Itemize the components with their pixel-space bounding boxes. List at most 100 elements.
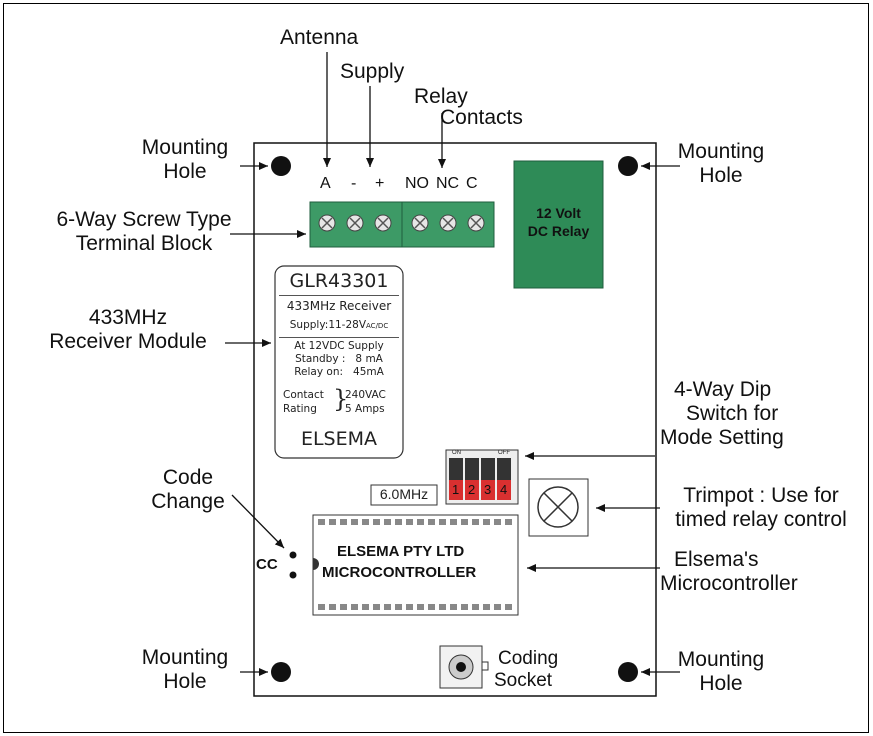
terminal-label-plus: +: [375, 175, 385, 192]
terminal-block-line1: 6-Way Screw Type: [56, 208, 232, 231]
receiver-module-text: GLR43301 433MHz Receiver Supply:11-28VAC…: [275, 266, 403, 458]
code-change-line1: Code: [162, 466, 214, 489]
cc-dot-2: [289, 571, 297, 579]
module-contact-amps: 5 Amps: [345, 403, 385, 415]
dip-switch-label: 4-Way Dip Switch for Mode Setting: [660, 378, 830, 450]
module-contact: Contact: [283, 389, 324, 401]
ic-pin: [494, 519, 501, 525]
ic-pin: [384, 519, 391, 525]
ic-pin: [450, 604, 457, 610]
module-at-supply: At 12VDC Supply: [294, 340, 384, 352]
mounting-hole-line1: Mounting: [677, 648, 765, 671]
cc-label: CC: [256, 556, 278, 573]
relay-line2: DC Relay: [527, 223, 590, 239]
module-contact-block: Contact Rating: [283, 388, 324, 416]
relay-body: [513, 160, 604, 289]
ic-pin: [329, 519, 336, 525]
relay-line1: 12 Volt: [536, 205, 581, 221]
supply-label: Supply: [340, 60, 405, 83]
mounting-hole-bottom-left: [271, 662, 291, 682]
module-contact-voltage: 240VAC: [345, 389, 386, 401]
ic-pin: [472, 519, 479, 525]
coding-socket-line1: Coding: [498, 648, 559, 669]
mounting-hole-line2: Hole: [163, 160, 207, 183]
mounting-hole-line1: Mounting: [677, 140, 765, 163]
module-supply: Supply:11-28VAC/DC: [275, 319, 403, 331]
relay-contacts-label: Relay Contacts: [414, 86, 523, 128]
trimpot-line1: Trimpot : Use for: [683, 484, 839, 507]
mounting-hole-line2: Hole: [699, 164, 743, 187]
mounting-hole-top-right: [618, 156, 638, 176]
coding-socket: [439, 645, 483, 689]
terminal-label-nc: NC: [436, 175, 460, 192]
ic-pin: [505, 519, 512, 525]
ic-pin: [351, 519, 358, 525]
module-supply-sub: AC/DC: [366, 322, 389, 330]
cc-dot-1: [289, 551, 297, 559]
crystal-label: 6.0MHz: [379, 486, 429, 502]
ic-pin: [340, 604, 347, 610]
ic-pin: [395, 519, 402, 525]
code-change-line2: Change: [151, 490, 225, 513]
ic-pin: [340, 519, 347, 525]
coding-socket-label: Coding Socket: [494, 648, 558, 692]
dip-number-4: 4: [500, 482, 508, 497]
ic-pin: [439, 604, 446, 610]
ic-pin: [318, 519, 325, 525]
ic-pin: [395, 604, 402, 610]
module-brand: ELSEMA: [300, 428, 378, 450]
ic-pin: [318, 604, 325, 610]
ic-pin: [329, 604, 336, 610]
ic-pin: [362, 604, 369, 610]
receiver-module-line1: 433MHz: [88, 306, 168, 329]
dip-switch-line1: 4-Way Dip: [674, 378, 772, 401]
receiver-module-line2: Receiver Module: [49, 330, 207, 353]
ic-pin: [428, 519, 435, 525]
dip-number-2: 2: [468, 482, 476, 497]
ic-pin: [362, 519, 369, 525]
dip-on-label: ON: [452, 450, 461, 456]
terminal-label-no: NO: [405, 175, 429, 192]
ic-pin: [505, 604, 512, 610]
module-model: GLR43301: [289, 270, 389, 292]
chip-line2: MICROCONTROLLER: [322, 564, 477, 581]
module-standby: Standby : 8 mA: [295, 353, 383, 365]
mounting-hole-label-tr: Mounting Hole: [668, 140, 774, 188]
microcontroller-label: Elsema's Microcontroller: [660, 548, 824, 596]
ic-pin: [428, 604, 435, 610]
microcontroller-chip: [312, 514, 519, 616]
terminal-label-minus: -: [351, 175, 357, 192]
relay-contacts-line2: Contacts: [440, 106, 523, 129]
dip-number-1: 1: [452, 482, 460, 497]
ic-pin: [417, 519, 424, 525]
ic-pin: [406, 604, 413, 610]
diagram-frame: [3, 3, 869, 733]
mounting-hole-bottom-right: [618, 662, 638, 682]
mounting-hole-label-tl: Mounting Hole: [132, 136, 238, 184]
dip-switch-line2: Switch for: [686, 402, 779, 425]
ic-pin: [461, 604, 468, 610]
module-relay-on: Relay on: 45mA: [294, 366, 384, 378]
ic-pin: [439, 519, 446, 525]
ic-pin: [373, 604, 380, 610]
crystal: [370, 484, 438, 506]
terminal-label-a: A: [320, 175, 331, 192]
terminal-block-label: 6-Way Screw Type Terminal Block: [34, 208, 254, 256]
module-brace: }: [333, 385, 349, 413]
terminal-label-c: C: [466, 175, 478, 192]
mounting-hole-line2: Hole: [163, 670, 207, 693]
relay-text: 12 Volt DC Relay: [514, 204, 603, 240]
ic-pin: [450, 519, 457, 525]
ic-pin: [373, 519, 380, 525]
antenna-label: Antenna: [280, 26, 359, 49]
trimpot-label: Trimpot : Use for timed relay control: [658, 484, 864, 532]
mounting-hole-line1: Mounting: [141, 136, 229, 159]
dip-switch-line3: Mode Setting: [660, 426, 784, 449]
ic-pin: [494, 604, 501, 610]
trimpot-line2: timed relay control: [675, 508, 847, 531]
module-rating: Rating: [283, 403, 317, 415]
module-contact-values: 240VAC 5 Amps: [345, 388, 386, 416]
ic-pin: [472, 604, 479, 610]
receiver-module: [274, 265, 404, 459]
